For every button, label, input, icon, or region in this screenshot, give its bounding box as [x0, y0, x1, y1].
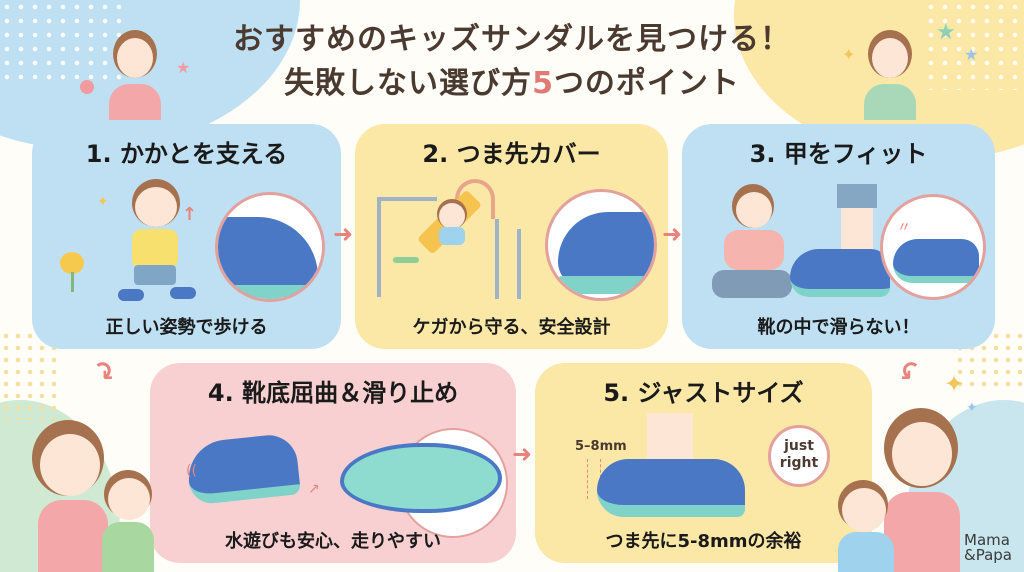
walking-child-illustration — [112, 179, 202, 304]
mother-kneeling-illustration — [712, 184, 802, 304]
motion-lines-icon: (( — [186, 463, 197, 479]
panel-1-caption: 正しい姿勢で歩ける — [105, 317, 268, 338]
pink-dot-decoration — [80, 80, 94, 94]
page-title-line2: 失敗しない選び方5つのポイント — [0, 58, 1024, 102]
panel-3-heading: 3. 甲をフィット — [749, 140, 928, 168]
toe-gap-label: 5–8mm — [575, 439, 627, 454]
panel-2-heading: 2. つま先カバー — [422, 140, 601, 168]
sole-closeup — [554, 276, 654, 294]
green-star-icon: ★ — [936, 20, 956, 45]
upward-motion-arrow-icon: ↑ — [182, 204, 198, 225]
bg-dots-topright — [924, 0, 1024, 90]
bg-dots-topleft — [0, 0, 130, 85]
logo-line2: &Papa — [964, 546, 1012, 565]
panel-3-instep-fit: 3. 甲をフィット 〃 靴の中で滑らない！ — [682, 124, 995, 349]
shoe-toe-closeup-icon — [558, 212, 654, 287]
heel-closeup-lens — [215, 192, 325, 302]
panel-3-caption: 靴の中で滑らない！ — [757, 317, 920, 338]
panel-4-caption: 水遊びも安心、走りやすい — [225, 531, 441, 552]
title-highlight-number: 5 — [532, 66, 554, 101]
logo-line1: Mama — [964, 530, 1010, 549]
arrow-4-to-5-icon: ➜ — [512, 440, 533, 468]
sole-closeup — [218, 285, 322, 299]
panel-4-flex-sole: 4. 靴底屈曲＆滑り止め (( ↗ 水遊びも安心、走りやすい — [150, 363, 516, 563]
shoe-fit-closeup-icon — [893, 239, 979, 283]
title-text-pre: 失敗しない選び方 — [284, 66, 533, 101]
just-right-speech-bubble: just right — [768, 425, 830, 487]
arrow-1-to-2-icon: ➜ — [333, 220, 354, 248]
impact-lines-icon: 〃 — [897, 220, 911, 236]
panel-5-just-size: 5. ジャストサイズ 5–8mm just right つま先に5-8mmの余裕 — [535, 363, 872, 563]
instep-closeup-lens: 〃 — [880, 194, 986, 300]
flexing-shoe-icon — [185, 432, 301, 506]
panel-1-heading: 1. かかとを支える — [85, 140, 288, 168]
panel-2-toe-cover: 2. つま先カバー ケガから守る、安全設計 — [355, 124, 668, 349]
sparkle-icon: ✦ — [97, 194, 109, 210]
woman-pointing-topright-illustration — [860, 30, 920, 120]
flex-arrow-icon: ↗ — [308, 481, 320, 497]
panel-4-heading: 4. 靴底屈曲＆滑り止め — [207, 379, 459, 407]
toe-closeup-lens — [545, 189, 657, 301]
panel-5-heading: 5. ジャストサイズ — [603, 379, 804, 407]
bubble-line2: right — [779, 455, 819, 471]
page-title-line1: おすすめのキッズサンダルを見つける！ — [233, 22, 791, 57]
bubble-line1: just — [784, 438, 814, 454]
mother-waving-topleft-illustration — [105, 30, 165, 120]
sparkle-icon: ✦ — [842, 45, 856, 64]
sparkle-small-icon: ✦ — [966, 400, 978, 416]
mother-child-bottomleft-illustration — [28, 420, 158, 572]
sole-tread-icon — [340, 443, 502, 513]
blue-star-icon: ★ — [964, 45, 979, 64]
sparkle-icon: ✦ — [944, 370, 965, 398]
fitted-shoe-icon — [597, 459, 745, 517]
mama-papa-logo: Mama &Papa — [964, 530, 1012, 565]
arrow-2-to-3-icon: ➜ — [662, 220, 683, 248]
panel-5-caption: つま先に5-8mmの余裕 — [605, 531, 802, 552]
flower-illustration — [60, 252, 84, 292]
panel-1-heel-support: 1. かかとを支える ✦ ↑ 正しい姿勢で歩ける — [32, 124, 341, 349]
pink-star-icon: ★ — [176, 58, 191, 77]
mother-child-bottomright-illustration — [838, 408, 968, 572]
panel-2-caption: ケガから守る、安全設計 — [412, 317, 611, 338]
velcro-shoe-icon — [790, 249, 890, 297]
title-text-post: つのポイント — [553, 66, 740, 101]
playground-slide-illustration — [377, 179, 537, 304]
